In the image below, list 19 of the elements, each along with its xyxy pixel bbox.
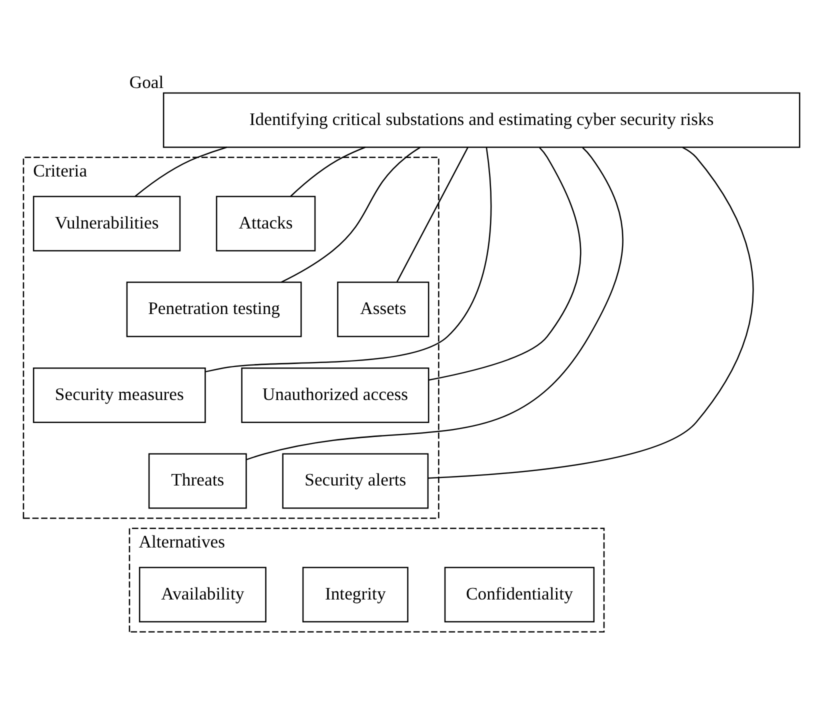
connector [396,147,468,282]
connector [280,146,420,283]
node-box: Security measures [32,367,206,423]
node-box: Integrity [302,566,408,622]
node-box: Identifying critical substations and estimating cyber security risks [162,92,800,148]
connector [246,147,624,460]
node-box: Threats [148,453,247,509]
connector [428,147,582,381]
node-box: Penetration testing [126,282,302,338]
node-label: Goal [129,72,164,92]
node-box: Availability [138,566,266,622]
connector [206,147,492,372]
node-box: Assets [337,282,430,338]
node-box: Security alerts [282,453,429,509]
node-box: Attacks [216,196,316,252]
node-box: Unauthorized access [241,367,430,423]
node-box: Vulnerabilities [32,196,181,252]
connector [428,146,754,479]
node-box: Confidentiality [444,566,595,622]
